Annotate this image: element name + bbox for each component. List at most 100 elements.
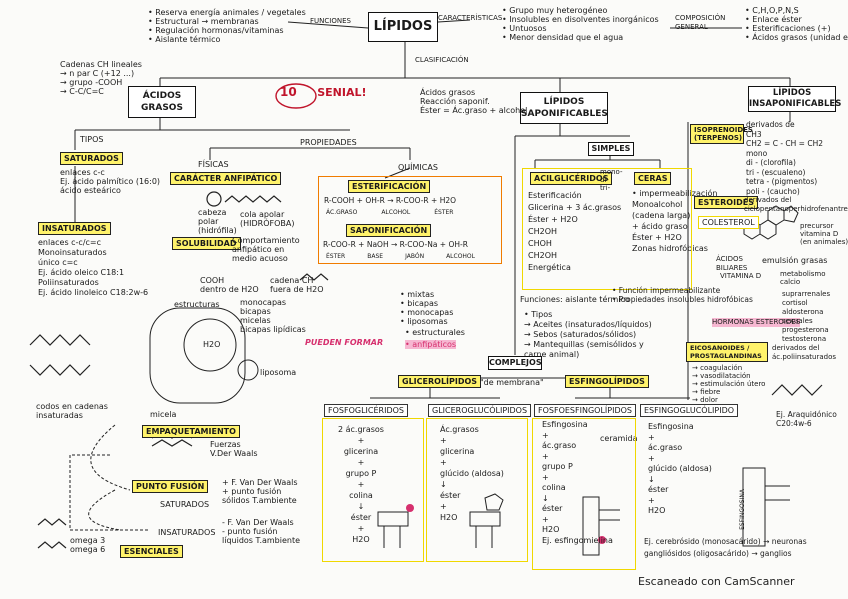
anfipatico-box: CARÁCTER ANFIPÁTICO [170, 172, 282, 185]
membranas-label: "de membrana" [480, 378, 544, 387]
esfingoglucolipido-box: ESFINGOGLUCÓLIPIDO [640, 404, 739, 417]
pueden-formar-label: PUEDEN FORMAR [305, 338, 384, 347]
solubilidad-box: SOLUBILIDAD [172, 237, 241, 250]
fosfo-text: 2 ác.grasos+glicerina+grupo P+colina↓ést… [338, 425, 384, 544]
insaturados-box: INSATURADOS [38, 222, 111, 235]
esfingoglu-examples: Ej. cerebrósido (monosacárido) → neurona… [644, 537, 807, 558]
caracteristicas-list: • Grupo muy heterogéneo• Insolubles en d… [502, 6, 659, 42]
clasificacion-label: CLASIFICACIÓN [415, 56, 469, 64]
simples-box: SIMPLES [588, 142, 634, 156]
mixtas-list: • mixtas• bicapas• monocapas• liposomas [400, 290, 454, 326]
composicion-label: COMPOSICIÓN GENERAL [675, 14, 726, 31]
glicero-panel [426, 418, 528, 562]
esterificacion-eq: R-COOH + OH-R → R-COO-R + H2O [324, 196, 457, 205]
liposoma-label: liposoma [260, 368, 297, 377]
acidos-grasos-box: ÁCIDOS GRASOS [128, 86, 196, 118]
acilgliceridos-box: ACILGLICÉRIDOS [530, 172, 613, 185]
saponificacion-box: SAPONIFICACIÓN [346, 224, 432, 237]
cola-note: cola apolar(HIDRÓFOBA) [240, 210, 295, 228]
isoprenoides-box: ISOPRENOIDES (TERPENOS) [690, 124, 753, 144]
quimicas-panel [318, 176, 502, 264]
ceramida-label: ceramida [600, 434, 638, 443]
colesterol-box: COLESTEROL [698, 216, 759, 229]
hormonas-label: HORMONAS ESTEROIDES [712, 318, 801, 327]
fosfoesf-text: Esfingosina+ác.graso+grupo P+colina↓éste… [542, 420, 613, 545]
esteroides-box: ESTEROIDES [694, 196, 758, 209]
saponificacion-eq: R-COO-R + NaOH → R-COO-Na + OH-R [323, 240, 468, 249]
punto-fusion-box: PUNTO FUSIÓN [132, 480, 209, 493]
estructurales-label: • estructurales [405, 328, 465, 337]
composicion-list: • C,H,O,P,N,S• Enlace éster• Esterificac… [745, 6, 848, 42]
tipos-list: • Tipos→ Aceites (insaturados/líquidos)→… [524, 310, 652, 359]
glicerolipidos-box: GLICEROLÍPIDOS [398, 375, 482, 388]
fosfogliceridos-box: FOSFOGLICÉRIDOS [324, 404, 408, 417]
esfingosina-vertical: ESFINGOSINA [738, 489, 746, 530]
biliares-text: emulsión grasas [762, 256, 828, 265]
saturados-fusion-label: SATURADOS [160, 500, 210, 509]
quimicas-label: QUÍMICAS [398, 163, 438, 172]
caracteristicas-label: CARACTERÍSTICAS [438, 14, 503, 22]
funciones-list: • Reserva energía animales / vegetales• … [148, 8, 306, 44]
funciones-label: FUNCIONES [310, 17, 351, 25]
glicero-text: Ác.grasos+glicerina+glúcido (aldosa)↓ést… [440, 425, 504, 522]
fisicas-label: FÍSICAS [198, 160, 229, 169]
fosfoesfingolipidos-box: FOSFOESFINGOLÍPIDOS [534, 404, 636, 417]
cadenas-notes: Cadenas CH lineales→ n par C (+12 ...)→ … [60, 60, 142, 96]
funciones-extra: • Función impermeabilizante• Propiedades… [612, 286, 753, 304]
propiedades-label: PROPIEDADES [300, 138, 357, 147]
esenciales-box: ESENCIALES [120, 545, 183, 558]
page-title: LÍPIDOS [368, 12, 438, 42]
saponificables-box: LÍPIDOS SAPONIFICABLES [520, 92, 608, 124]
esfingoglu-text: Esfingosina+ác.graso+glúcido (aldosa)↓és… [648, 422, 712, 515]
gliceroglucolipidos-box: GLICEROGLUCÓLIPIDOS [428, 404, 532, 417]
eicosanoides-box: EICOSANOIDES / PROSTAGLANDINAS [686, 342, 768, 362]
ceras-box: CERAS [634, 172, 672, 185]
insaturados-fusion-label: INSATURADOS [158, 528, 216, 537]
simples-panel [522, 168, 692, 290]
h2o-label: H2O [203, 340, 221, 349]
micela-label: micela [150, 410, 177, 419]
esfingolipidos-box: ESFINGOLÍPIDOS [565, 375, 649, 388]
anfipaticos-label: • anfipáticos [405, 340, 457, 349]
complejos-box: COMPLEJOS [488, 356, 542, 370]
fosfo-panel [322, 418, 424, 562]
estructuras-label: estructuras [174, 300, 220, 309]
insaponificables-box: LÍPIDOS INSAPONIFICABLES [748, 86, 841, 112]
saturados-box: SATURADOS [60, 152, 123, 165]
sello-funny: 10 SENIAL! [280, 85, 367, 99]
acil-funciones: Funciones: aislante térmico [520, 295, 630, 304]
esterificacion-box: ESTERIFICACIÓN [348, 180, 431, 193]
empaquetamiento-box: EMPAQUETAMIENTO [142, 425, 240, 438]
fosfoesf-panel [532, 418, 636, 570]
camscanner-watermark: Escaneado con CamScanner [638, 575, 795, 588]
eicosanoides-list: → coagulación→ vasodilatación→ estimulac… [692, 364, 766, 404]
tipos-label: TIPOS [80, 135, 104, 144]
vitamina-d-label: VITAMINA D [720, 272, 762, 280]
acil-prefix: mono-di-tri- [600, 168, 623, 192]
